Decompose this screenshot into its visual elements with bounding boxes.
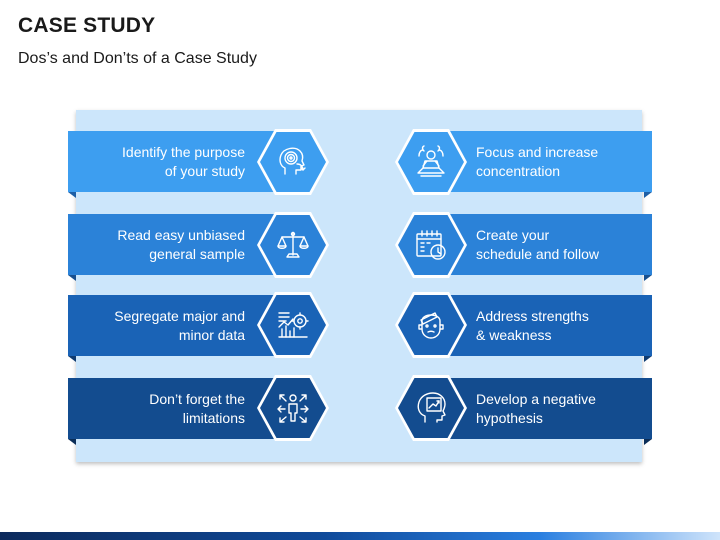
head-bandage-icon [418,312,444,339]
meditation-icon [417,145,445,177]
left-item-2-line2: general sample [149,245,245,262]
calendar-clock-icon [416,230,446,260]
chart-gear-icon [278,312,309,338]
right-item-1-line1: Focus and increase [476,143,599,160]
right-text-1: Focus and increase concentration [476,131,644,192]
right-fold-1 [644,192,652,198]
left-band-1 [68,131,291,192]
right-item-1: Focus and increase concentration [430,131,652,198]
right-item-2: Create your schedule and follow [430,214,652,281]
right-item-3-line2: & weakness [476,326,552,343]
right-item-2-line1: Create your [476,226,550,243]
right-text-2: Create your schedule and follow [476,214,644,275]
left-band-3 [68,295,291,356]
right-item-4-line1: Develop a negative [476,390,596,407]
left-fold-3 [68,356,76,362]
right-hex-3 [395,292,467,358]
target-head-icon [279,147,306,175]
right-fold-3 [644,356,652,362]
page-title: CASE STUDY [18,14,156,37]
right-item-3-line1: Address strengths [476,307,589,324]
left-fold-1 [68,192,76,198]
left-hex-3 [257,292,329,358]
left-item-4-line2: limitations [182,409,245,426]
bottom-accent-bar [0,532,720,540]
right-item-2-line2: schedule and follow [476,245,599,262]
right-text-3: Address strengths & weakness [476,295,644,356]
left-item-4-line1: Don’t forget the [149,390,245,407]
right-item-4: Develop a negative hypothesis [430,378,652,445]
left-item-2: Read easy unbiased general sample [68,214,291,281]
right-fold-4 [644,439,652,445]
right-text-4: Develop a negative hypothesis [476,378,644,439]
left-item-1: Identify the purpose of your study [68,131,291,198]
right-item-4-line2: hypothesis [476,409,543,426]
right-item-3: Address strengths & weakness [430,295,652,362]
left-item-1-line2: of your study [164,162,245,179]
left-text-4: Don’t forget the limitations [76,378,245,439]
page-subtitle: Dos’s and Don’ts of a Case Study [18,50,257,67]
head-chart-icon [417,392,446,423]
left-item-4: Don’t forget the limitations [68,378,291,445]
left-item-3: Segregate major and minor data [68,295,291,362]
left-fold-2 [68,275,76,281]
right-band-3 [430,295,652,356]
left-hex-1 [257,129,329,195]
balance-scale-icon [277,231,309,258]
left-text-2: Read easy unbiased general sample [76,214,245,275]
right-hex-2 [395,212,467,278]
right-band-4 [430,378,652,439]
left-hex-4 [257,375,329,441]
left-item-1-line1: Identify the purpose [122,143,245,160]
right-band-2 [430,214,652,275]
left-item-3-line2: minor data [178,326,245,343]
right-band-1 [430,131,652,192]
left-item-2-line1: Read easy unbiased [117,226,245,243]
left-band-4 [68,378,291,439]
left-band-2 [68,214,291,275]
right-hex-4 [395,375,467,441]
left-text-3: Segregate major and minor data [76,295,245,356]
right-fold-2 [644,275,652,281]
left-fold-4 [68,439,76,445]
right-item-1-line2: concentration [476,162,561,179]
left-text-1: Identify the purpose of your study [76,131,245,192]
person-arrows-icon [277,394,309,423]
left-item-3-line1: Segregate major and [114,307,245,324]
left-hex-2 [257,212,329,278]
right-hex-1 [395,129,467,195]
